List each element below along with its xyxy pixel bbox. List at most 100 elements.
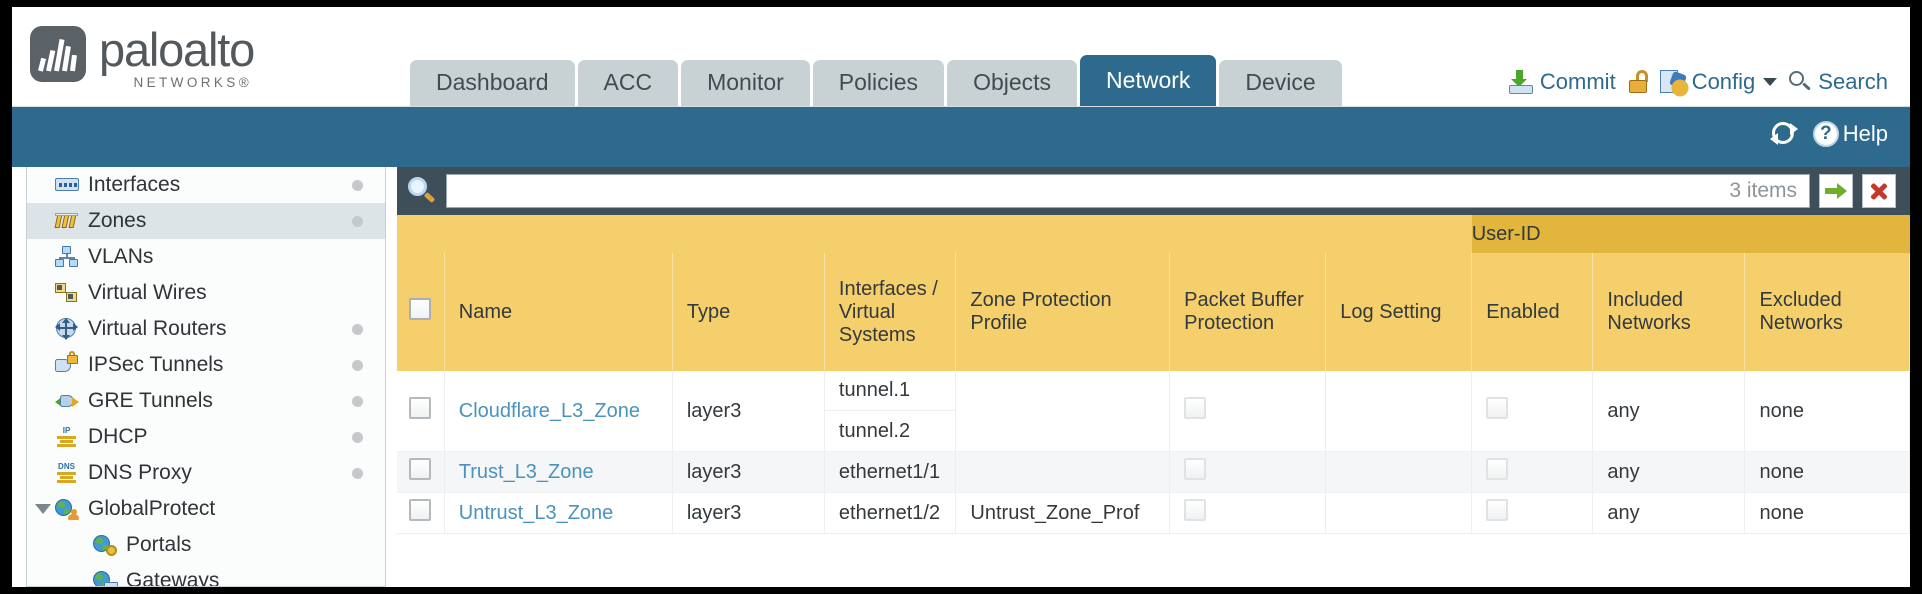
col-userid-enabled[interactable]: Enabled — [1471, 253, 1594, 371]
sidebar-item-label: Virtual Routers — [88, 317, 227, 340]
sidebar-item-ipsec-tunnels[interactable]: IPSec Tunnels — [27, 347, 385, 383]
row-checkbox[interactable] — [409, 397, 431, 419]
arrow-right-icon — [1825, 183, 1847, 199]
zone-name-link[interactable]: Untrust_L3_Zone — [458, 501, 614, 524]
status-dot — [352, 468, 363, 479]
interfaces-icon — [55, 174, 79, 196]
sidebar-item-zones[interactable]: Zones — [27, 203, 385, 239]
network-sidebar: Interfaces Zones VLANs — [26, 167, 386, 587]
row-checkbox[interactable] — [409, 499, 431, 521]
tab-device[interactable]: Device — [1219, 60, 1342, 106]
cell-included-networks: any — [1592, 492, 1746, 534]
commit-label: Commit — [1539, 69, 1616, 94]
table-row[interactable]: Untrust_L3_Zone layer3 ethernet1/2 Untru… — [397, 492, 1910, 534]
sidebar-item-vlans[interactable]: VLANs — [27, 239, 385, 275]
portals-icon — [93, 534, 117, 556]
col-name[interactable]: Name — [444, 253, 673, 371]
status-dot — [352, 396, 363, 407]
sidebar-item-portals[interactable]: Portals — [27, 527, 385, 563]
cell-userid-enabled — [1471, 371, 1594, 452]
sidebar-item-label: VLANs — [88, 245, 154, 268]
sidebar-item-label: Virtual Wires — [88, 281, 207, 304]
cell-interfaces: ethernet1/2 — [824, 492, 957, 534]
config-menu[interactable]: Config — [1659, 69, 1778, 95]
select-all-checkbox[interactable] — [409, 298, 431, 320]
apply-filter-button[interactable] — [1819, 174, 1853, 208]
packet-buffer-protection-checkbox[interactable] — [1184, 397, 1207, 419]
interface-entry: tunnel.1 — [824, 371, 956, 411]
zones-table-container: User-ID Name Type Interfaces / Virtual S… — [397, 215, 1910, 587]
userid-enabled-checkbox[interactable] — [1486, 397, 1509, 419]
virtual-routers-icon — [55, 318, 79, 340]
cell-name: Cloudflare_L3_Zone — [444, 371, 673, 452]
userid-enabled-checkbox[interactable] — [1486, 458, 1509, 480]
refresh-icon[interactable] — [1769, 121, 1798, 147]
col-log-setting[interactable]: Log Setting — [1325, 253, 1473, 371]
sidebar-item-label: Portals — [126, 533, 192, 556]
config-label: Config — [1691, 69, 1756, 94]
col-packet-buffer-protection[interactable]: Packet Buffer Protection — [1169, 253, 1327, 371]
cell-userid-enabled — [1471, 492, 1594, 534]
sidebar-item-gateways[interactable]: Gateways — [27, 563, 385, 586]
col-interfaces[interactable]: Interfaces / Virtual Systems — [824, 253, 957, 371]
col-included-networks[interactable]: Included Networks — [1592, 253, 1746, 371]
zones-table-body: Cloudflare_L3_Zone layer3 tunnel.1 tunne… — [397, 371, 1910, 534]
header-actions: Commit Config Search — [1508, 69, 1888, 95]
tab-acc[interactable]: ACC — [577, 60, 679, 106]
expand-collapse-arrow-icon[interactable] — [35, 504, 51, 514]
status-dot — [352, 360, 363, 371]
cell-userid-enabled — [1471, 451, 1594, 493]
context-bar: ? Help — [12, 107, 1910, 167]
col-excluded-networks[interactable]: Excluded Networks — [1744, 253, 1910, 371]
clear-filter-button[interactable] — [1862, 174, 1896, 208]
zones-icon — [54, 210, 79, 232]
status-dot — [352, 432, 363, 443]
tab-objects[interactable]: Objects — [947, 60, 1078, 106]
row-select-cell — [397, 371, 445, 452]
cell-type: layer3 — [672, 451, 825, 493]
virtual-wires-icon — [55, 282, 79, 304]
unlock-icon[interactable] — [1627, 70, 1649, 94]
sidebar-item-interfaces[interactable]: Interfaces — [27, 167, 385, 203]
zone-name-link[interactable]: Cloudflare_L3_Zone — [458, 399, 640, 422]
packet-buffer-protection-checkbox[interactable] — [1184, 499, 1207, 521]
cell-packet-buffer-protection — [1169, 371, 1327, 452]
help-button[interactable]: ? Help — [1812, 121, 1888, 147]
userid-enabled-checkbox[interactable] — [1486, 499, 1509, 521]
sidebar-item-globalprotect[interactable]: GlobalProtect — [27, 491, 385, 527]
zones-content-panel: 3 items — [397, 167, 1910, 587]
cell-zone-protection-profile — [955, 371, 1171, 452]
tab-policies[interactable]: Policies — [812, 60, 945, 106]
tab-network[interactable]: Network — [1080, 55, 1217, 106]
sidebar-item-virtual-routers[interactable]: Virtual Routers — [27, 311, 385, 347]
table-row[interactable]: Trust_L3_Zone layer3 ethernet1/1 — [397, 451, 1910, 493]
sidebar-item-virtual-wires[interactable]: Virtual Wires — [27, 275, 385, 311]
cell-type: layer3 — [672, 492, 825, 534]
paloalto-web-ui: paloalto NETWORKS® Dashboard ACC Monitor… — [12, 7, 1910, 587]
cell-zone-protection-profile: Untrust_Zone_Prof — [955, 492, 1171, 534]
row-checkbox[interactable] — [409, 458, 431, 480]
dns-proxy-icon: DNS — [55, 462, 79, 484]
sidebar-item-dhcp[interactable]: IP DHCP — [27, 419, 385, 455]
status-dot — [352, 180, 363, 191]
col-zone-protection-profile[interactable]: Zone Protection Profile — [955, 253, 1171, 371]
group-header-userid: User-ID — [1471, 215, 1910, 253]
search-button[interactable]: Search — [1788, 69, 1888, 95]
zone-name-link[interactable]: Trust_L3_Zone — [458, 460, 594, 483]
status-dot — [352, 324, 363, 335]
tab-monitor[interactable]: Monitor — [681, 60, 810, 106]
tab-dashboard[interactable]: Dashboard — [410, 60, 575, 106]
col-type[interactable]: Type — [672, 253, 825, 371]
packet-buffer-protection-checkbox[interactable] — [1184, 458, 1207, 480]
row-select-cell — [397, 492, 445, 534]
cell-interfaces: ethernet1/1 — [824, 451, 957, 493]
cell-log-setting — [1325, 371, 1473, 452]
gateways-icon — [93, 570, 118, 586]
sidebar-item-label: GRE Tunnels — [88, 389, 213, 412]
sidebar-item-gre-tunnels[interactable]: GRE Tunnels — [27, 383, 385, 419]
commit-button[interactable]: Commit — [1508, 69, 1616, 95]
sidebar-item-dns-proxy[interactable]: DNS DNS Proxy — [27, 455, 385, 491]
filter-search-icon[interactable] — [407, 177, 437, 205]
cell-zone-protection-profile — [955, 451, 1171, 493]
filter-input[interactable]: 3 items — [446, 174, 1810, 208]
